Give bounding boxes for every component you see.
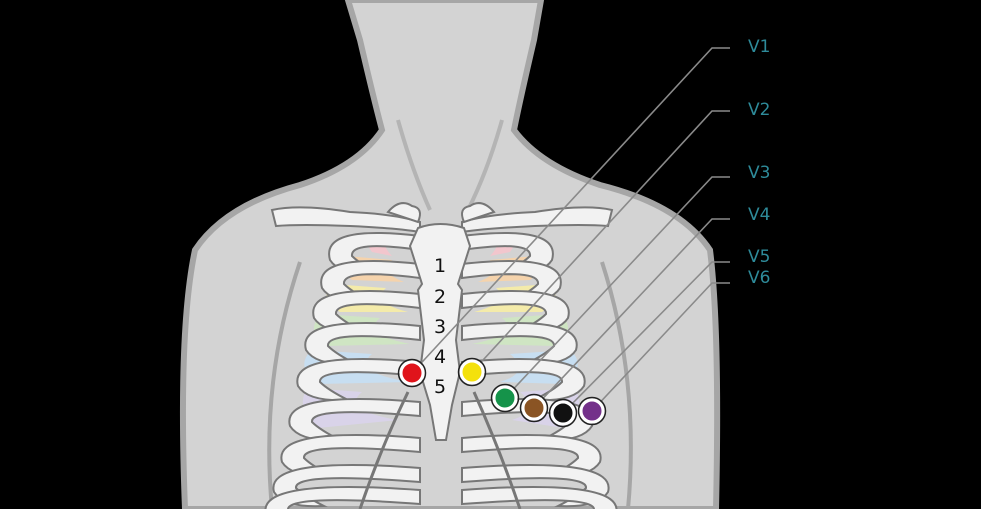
label-v3: V3 — [748, 163, 770, 183]
electrode-v6 — [581, 400, 603, 422]
electrode-v2 — [461, 361, 483, 383]
label-v6: V6 — [748, 268, 770, 288]
intercostal-number-5: 5 — [434, 376, 446, 398]
electrode-v3 — [494, 387, 516, 409]
intercostal-number-4: 4 — [434, 346, 446, 368]
intercostal-number-2: 2 — [434, 286, 446, 308]
label-v1: V1 — [748, 37, 770, 57]
intercostal-number-labels: 1 2 3 4 5 — [434, 255, 446, 398]
electrode-v5 — [552, 402, 574, 424]
electrode-v4 — [523, 397, 545, 419]
intercostal-number-1: 1 — [434, 255, 446, 277]
electrode-v1 — [401, 362, 423, 384]
label-v4: V4 — [748, 205, 770, 225]
intercostal-number-3: 3 — [434, 316, 446, 338]
label-v5: V5 — [748, 247, 770, 267]
label-v2: V2 — [748, 100, 770, 120]
